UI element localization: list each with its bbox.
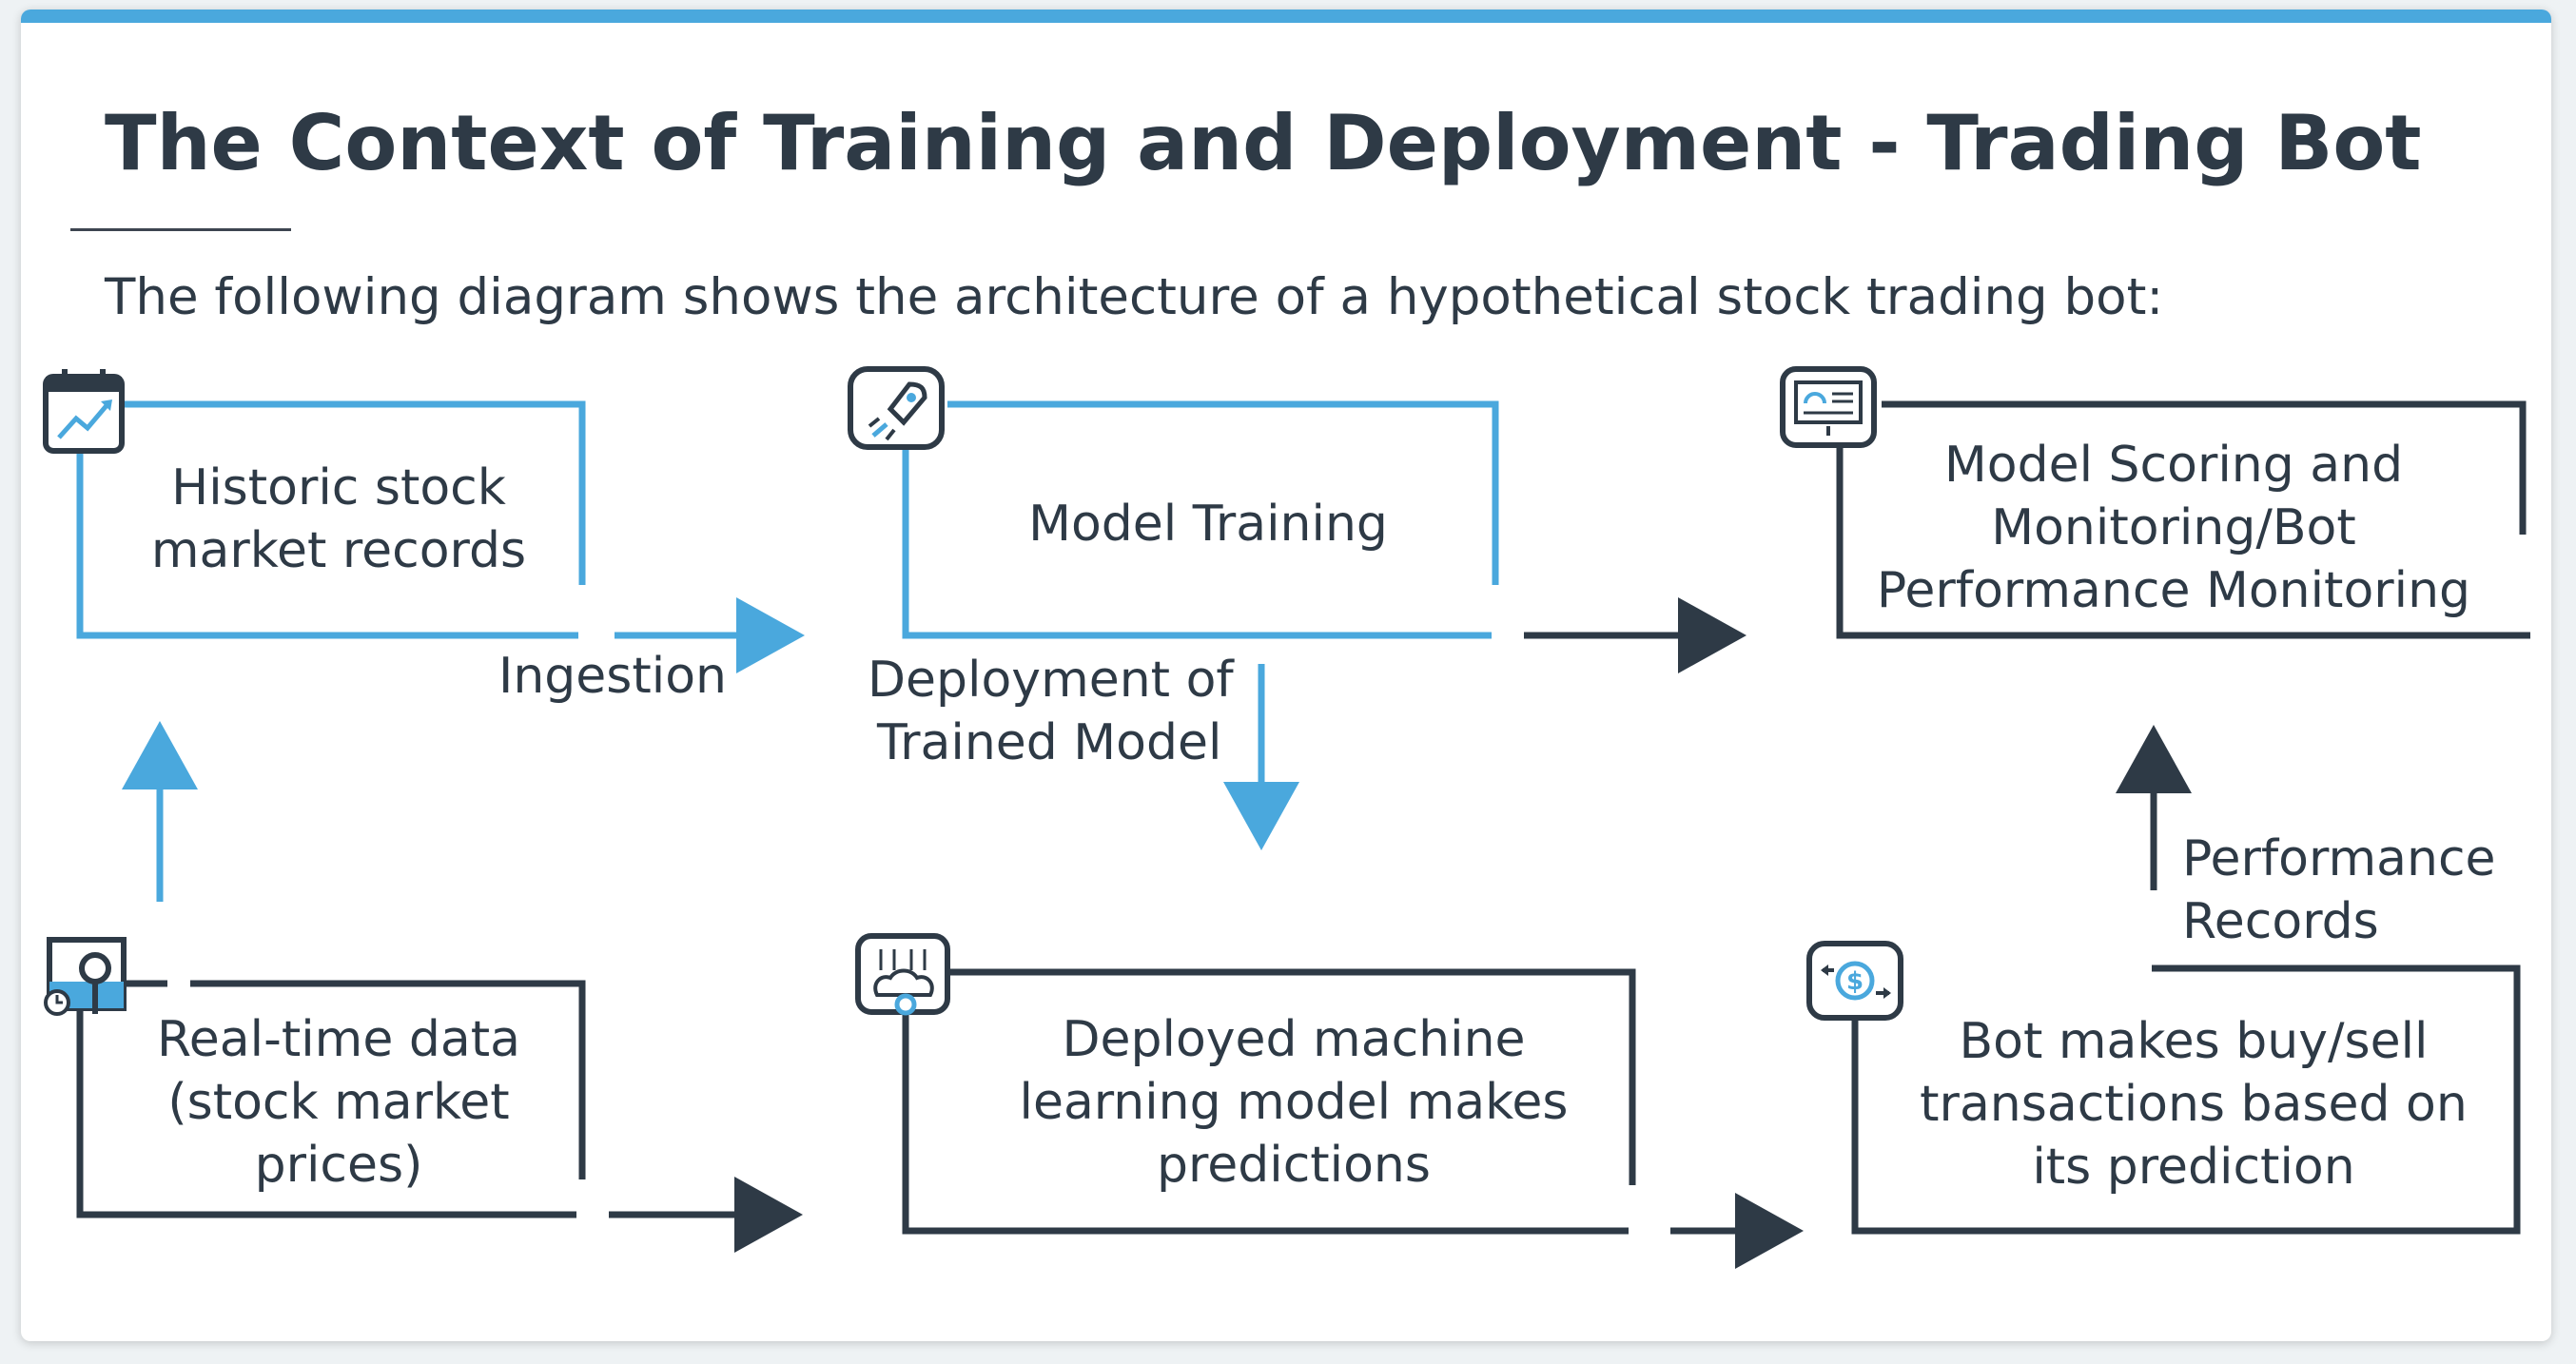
scoring-node-frame-top — [1882, 400, 2527, 535]
training-node-frame-top — [947, 400, 1499, 585]
brain-gear-icon — [855, 933, 950, 1016]
historic-node-frame — [114, 400, 586, 585]
performance-arrowhead — [2116, 725, 2192, 793]
monitor-dashboard-icon — [1780, 366, 1877, 448]
bot-node-frame-top — [1851, 965, 2521, 1235]
training-node-label: Model Training — [1028, 496, 1388, 553]
deployment-arrowhead — [1223, 782, 1299, 850]
deployed-node-label: Deployed machine learning model makes pr… — [1019, 1011, 1569, 1194]
page-title: The Context of Training and Deployment -… — [105, 99, 2422, 187]
ingestion-label: Ingestion — [498, 648, 727, 705]
rocket-icon — [848, 366, 945, 450]
realtime-node-frame-bottom — [76, 1008, 576, 1218]
deployment-label: Deployment of Trained Model — [868, 652, 1234, 771]
title-divider — [70, 228, 291, 231]
accent-bar — [21, 10, 2551, 23]
scoring-node-frame-bottom — [1836, 447, 2530, 639]
deployed-node-frame-bottom — [902, 1008, 1629, 1235]
performance-label: Performance Records — [2182, 830, 2496, 950]
scoring-node-label: Model Scoring and Monitoring/Bot Perform… — [1876, 437, 2471, 619]
calendar-chart-icon — [43, 369, 125, 454]
realtime-node-frame-top — [190, 980, 586, 1179]
historic-node-frame-bottom — [76, 447, 578, 639]
training-to-scoring-arrowhead — [1678, 597, 1747, 673]
realtime-to-historic-arrowhead — [122, 721, 198, 789]
svg-text:$: $ — [1846, 967, 1864, 996]
bot-node-label: Bot makes buy/sell transactions based on… — [1920, 1013, 2468, 1196]
deployed-node-frame-top — [947, 968, 1636, 1185]
realtime-node-label: Real-time data (stock market prices) — [156, 1011, 520, 1194]
slide-card — [21, 10, 2551, 1341]
deployed-to-bot-arrowhead — [1735, 1193, 1804, 1269]
dollar-exchange-icon: $ — [1806, 941, 1903, 1021]
page-subtitle: The following diagram shows the architec… — [105, 268, 2164, 326]
training-node-frame-bottom — [902, 447, 1492, 639]
historic-node-label: Historic stock market records — [150, 459, 527, 579]
realtime-data-icon — [44, 937, 127, 1016]
ingestion-arrowhead — [736, 597, 805, 673]
realtime-to-deployed-arrowhead — [734, 1177, 803, 1253]
